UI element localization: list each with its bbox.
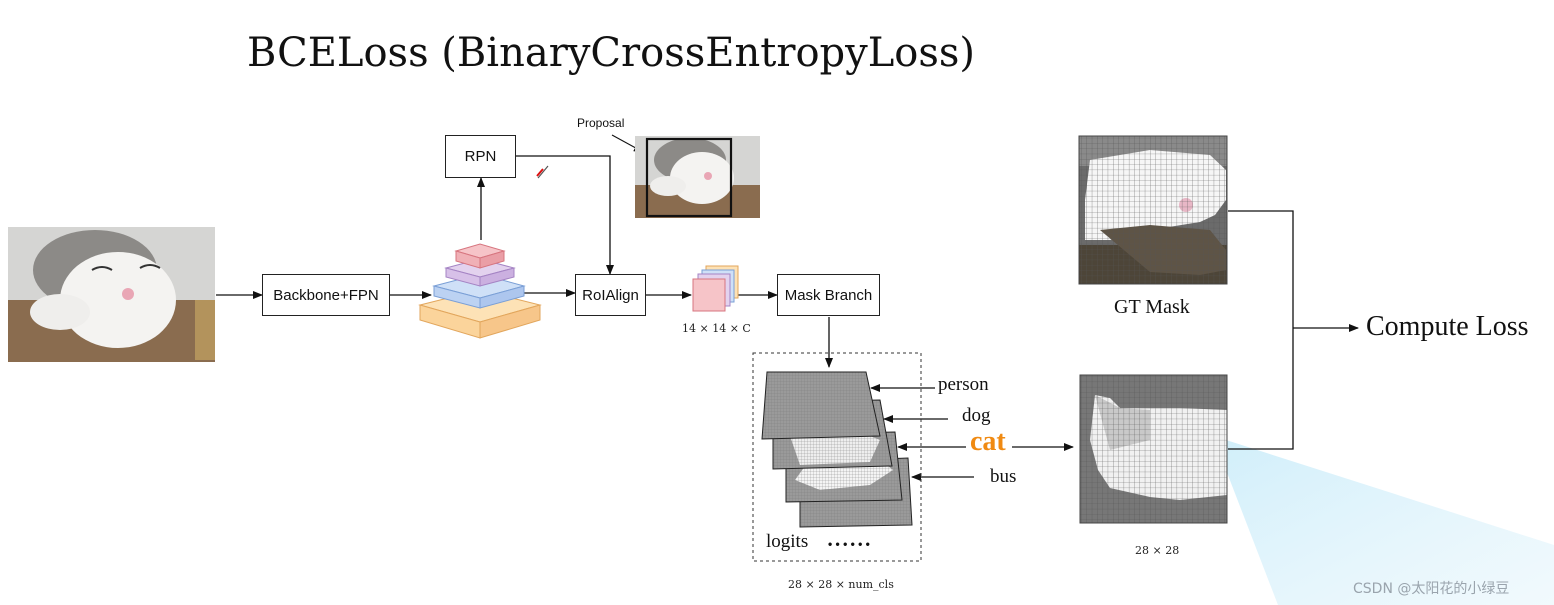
mask-branch-box: Mask Branch <box>777 274 880 316</box>
gt-mask-image <box>1078 135 1228 285</box>
compute-loss-label: Compute Loss <box>1366 311 1529 342</box>
logits-size-label: 28 × 28 × num_cls <box>788 578 894 591</box>
feature-pyramid <box>418 243 542 339</box>
roialign-box: RoIAlign <box>575 274 646 316</box>
rpn-box: RPN <box>445 135 516 178</box>
input-cat-image <box>8 227 215 362</box>
backbone-fpn-box: Backbone+FPN <box>262 274 390 316</box>
class-label-dog: dog <box>962 405 991 426</box>
proposal-label: Proposal <box>577 116 625 130</box>
roi-feature-stack <box>692 265 739 312</box>
page-title: BCELoss (BinaryCrossEntropyLoss) <box>246 30 976 76</box>
arrow-rpn-roialign <box>516 155 614 275</box>
pred-mask-image <box>1079 374 1228 524</box>
pen-cursor-icon <box>536 165 549 179</box>
class-label-person: person <box>938 374 989 395</box>
logit-layer-4 <box>761 371 881 440</box>
class-label-cat: cat <box>970 426 1006 457</box>
logits-container <box>752 352 922 562</box>
watermark: CSDN @太阳花的小绿豆 <box>1353 581 1510 597</box>
mask-size-label: 28 × 28 <box>1135 544 1180 557</box>
gt-mask-label: GT Mask <box>1114 296 1190 318</box>
proposal-cat-image <box>635 136 760 218</box>
logits-label: logits <box>766 531 809 552</box>
spotlight-beam <box>1226 440 1554 605</box>
line-gt-loss <box>1228 210 1294 450</box>
class-label-bus: bus <box>990 466 1017 487</box>
roi-feature-size-label: 14 × 14 × C <box>682 322 751 335</box>
logits-ellipsis: • • • • • • <box>828 537 870 551</box>
